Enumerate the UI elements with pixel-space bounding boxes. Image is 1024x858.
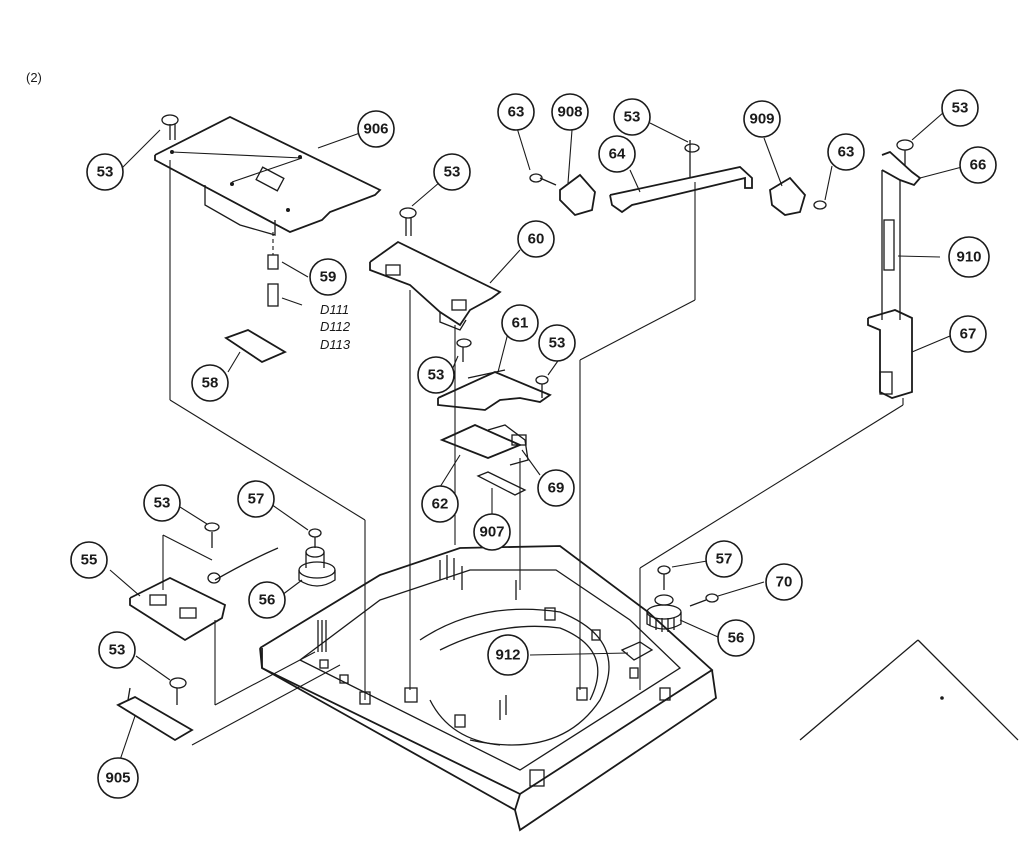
svg-text:64: 64 xyxy=(609,146,626,163)
callout-59: 59 xyxy=(309,258,347,296)
svg-text:53: 53 xyxy=(109,642,126,659)
arm-64 xyxy=(609,140,753,214)
callout-53: 53 xyxy=(941,89,979,127)
svg-text:61: 61 xyxy=(512,315,529,332)
svg-text:907: 907 xyxy=(479,524,504,541)
callout-906: 906 xyxy=(357,110,395,148)
bracket-908 xyxy=(529,173,596,217)
motor-56-left xyxy=(298,528,336,587)
bracket-58 xyxy=(224,329,287,364)
svg-text:53: 53 xyxy=(624,109,641,126)
callout-53: 53 xyxy=(86,153,124,191)
callout-61: 61 xyxy=(501,304,539,342)
screw-53-center xyxy=(399,207,417,236)
part-912 xyxy=(620,641,654,661)
led-holder-59 xyxy=(267,232,279,307)
svg-text:906: 906 xyxy=(363,121,388,138)
svg-text:909: 909 xyxy=(749,111,774,128)
diode-label: D112 xyxy=(320,319,351,334)
figure-label: (2) xyxy=(26,70,42,85)
svg-text:53: 53 xyxy=(154,495,171,512)
callout-58: 58 xyxy=(191,364,229,402)
svg-text:57: 57 xyxy=(248,491,265,508)
svg-text:912: 912 xyxy=(495,647,520,664)
callout-909: 909 xyxy=(743,100,781,138)
svg-text:56: 56 xyxy=(259,592,276,609)
diode-label: D113 xyxy=(320,337,351,352)
bracket-60 xyxy=(369,240,502,331)
svg-text:60: 60 xyxy=(528,231,545,248)
svg-text:908: 908 xyxy=(557,104,582,121)
svg-text:56: 56 xyxy=(728,630,745,647)
svg-text:57: 57 xyxy=(716,551,733,568)
svg-text:66: 66 xyxy=(970,157,987,174)
motor-56-right xyxy=(646,565,719,632)
diode-label: D111 xyxy=(320,302,349,317)
svg-text:58: 58 xyxy=(202,375,219,392)
svg-text:53: 53 xyxy=(549,335,566,352)
callout-70: 70 xyxy=(765,563,803,601)
callout-53: 53 xyxy=(98,631,136,669)
callout-69: 69 xyxy=(537,469,575,507)
base-chassis xyxy=(259,545,717,832)
callout-912: 912 xyxy=(487,634,529,676)
callout-53: 53 xyxy=(433,153,471,191)
callout-63: 63 xyxy=(827,133,865,171)
svg-text:62: 62 xyxy=(432,496,449,513)
callout-910: 910 xyxy=(948,236,990,278)
callout-53: 53 xyxy=(613,98,651,136)
callout-57: 57 xyxy=(237,480,275,518)
screw-53-top-left xyxy=(161,114,179,140)
svg-text:59: 59 xyxy=(320,269,337,286)
callout-67: 67 xyxy=(949,315,987,353)
svg-text:67: 67 xyxy=(960,326,977,343)
bracket-905 xyxy=(116,677,194,742)
callout-53: 53 xyxy=(143,484,181,522)
callout-62: 62 xyxy=(421,485,459,523)
bracket-61 xyxy=(437,338,552,411)
callout-56: 56 xyxy=(248,581,286,619)
svg-text:905: 905 xyxy=(105,770,130,787)
svg-text:910: 910 xyxy=(956,249,981,266)
callout-55: 55 xyxy=(70,541,108,579)
callout-907: 907 xyxy=(473,513,511,551)
svg-text:69: 69 xyxy=(548,480,565,497)
leader-lines xyxy=(109,111,963,761)
cover-plate-906 xyxy=(154,115,382,236)
mechanism-62-69 xyxy=(439,424,529,466)
callout-53: 53 xyxy=(417,356,455,394)
svg-text:53: 53 xyxy=(444,164,461,181)
assembly-lines xyxy=(162,160,1019,746)
svg-text:55: 55 xyxy=(81,552,98,569)
callout-63: 63 xyxy=(497,93,535,131)
callout-64: 64 xyxy=(598,135,636,173)
switch-55 xyxy=(129,522,279,642)
callout-53: 53 xyxy=(538,324,576,362)
callout-905: 905 xyxy=(97,757,139,799)
bracket-909 xyxy=(769,176,827,216)
svg-text:63: 63 xyxy=(508,104,525,121)
svg-text:70: 70 xyxy=(776,574,793,591)
callout-908: 908 xyxy=(551,93,589,131)
svg-text:53: 53 xyxy=(952,100,969,117)
column-66-910-67 xyxy=(867,139,922,399)
callout-66: 66 xyxy=(959,146,997,184)
svg-text:53: 53 xyxy=(428,367,445,384)
callout-57: 57 xyxy=(705,540,743,578)
svg-text:63: 63 xyxy=(838,144,855,161)
strip-907 xyxy=(476,471,527,496)
callout-60: 60 xyxy=(517,220,555,258)
callout-56: 56 xyxy=(717,619,755,657)
svg-text:53: 53 xyxy=(97,164,114,181)
